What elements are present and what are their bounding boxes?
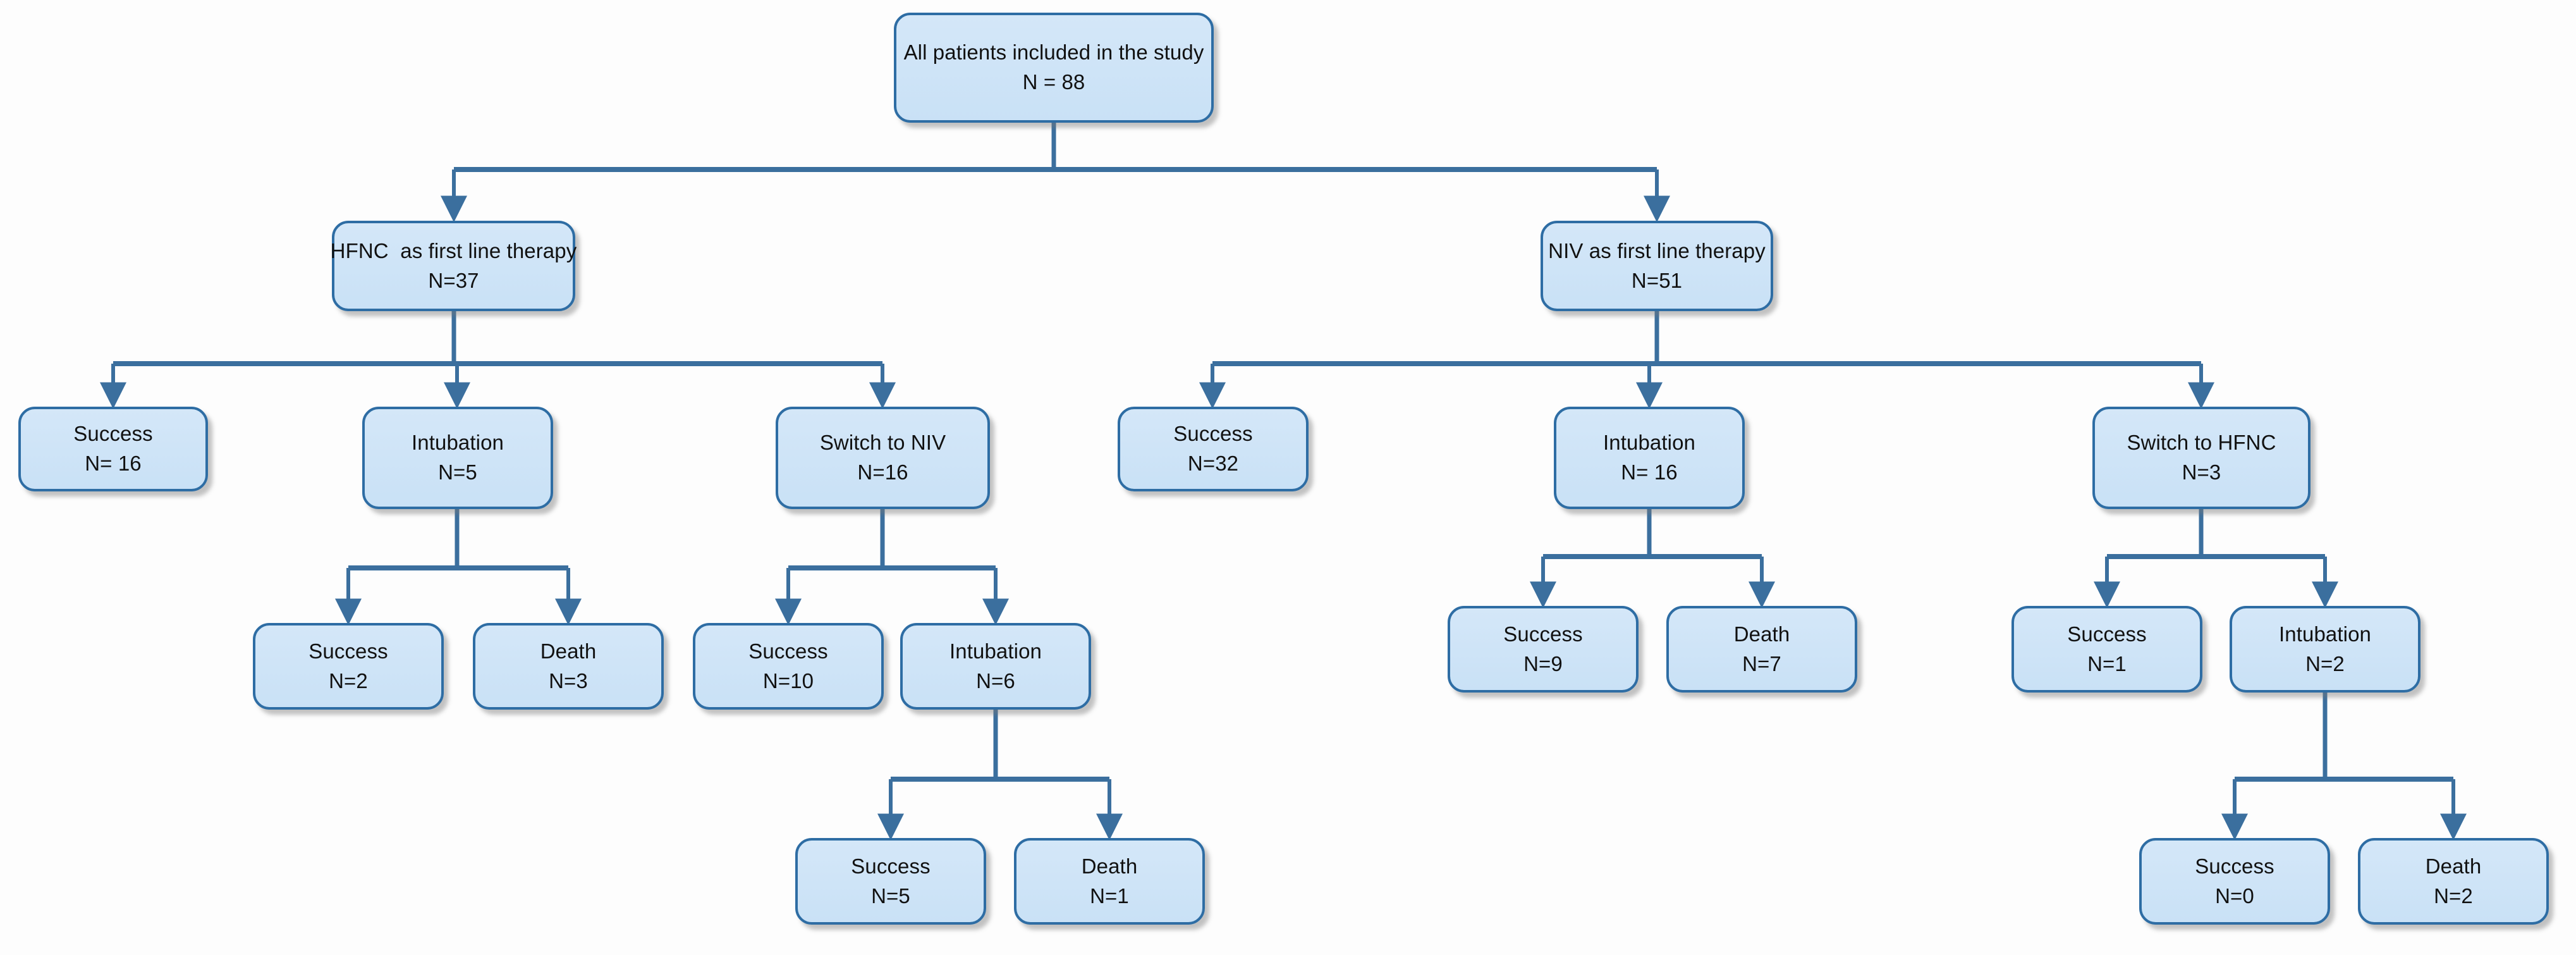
node-switch-niv-intubation-label: Intubation bbox=[949, 639, 1042, 663]
node-switch-niv-success-count: N=10 bbox=[762, 668, 814, 693]
node-switch-hfnc-success-label: Success bbox=[2067, 622, 2147, 646]
node-hfnc-first-line-count: N=37 bbox=[428, 268, 479, 292]
node-hfnc-success-label: Success bbox=[73, 422, 153, 446]
node-switch-hfnc-intubation-success[interactable]: Success N=0 bbox=[2139, 838, 2330, 925]
node-niv-first-line-label: NIV as first line therapy bbox=[1548, 238, 1766, 262]
node-root[interactable]: All patients included in the study N = 8… bbox=[894, 13, 1214, 123]
node-switch-niv-intubation-success[interactable]: Success N=5 bbox=[795, 838, 986, 925]
node-switch-niv-intubation-death-label: Death bbox=[1081, 854, 1138, 878]
node-hfnc-first-line-label: HFNC as first line therapy bbox=[330, 238, 577, 262]
node-niv-intubation-label: Intubation bbox=[1603, 431, 1695, 455]
node-hfnc-intubation-success-count: N=2 bbox=[329, 668, 368, 693]
node-niv-intubation-death[interactable]: Death N=7 bbox=[1666, 606, 1857, 693]
node-switch-niv-intubation-death[interactable]: Death N=1 bbox=[1014, 838, 1205, 925]
node-switch-niv-intubation-count: N=6 bbox=[976, 668, 1015, 693]
node-hfnc-intubation-success[interactable]: Success N=2 bbox=[253, 623, 444, 710]
node-switch-niv-success-label: Success bbox=[748, 639, 828, 663]
node-switch-niv-intubation-death-count: N=1 bbox=[1090, 884, 1129, 908]
node-niv-first-line-count: N=51 bbox=[1631, 268, 1683, 292]
node-niv-success-label: Success bbox=[1173, 422, 1253, 446]
node-switch-niv-intubation-success-label: Success bbox=[851, 854, 931, 878]
node-hfnc-switch-niv-label: Switch to NIV bbox=[819, 431, 946, 455]
node-hfnc-intubation-death-label: Death bbox=[540, 639, 597, 663]
node-hfnc-first-line[interactable]: HFNC as first line therapy N=37 bbox=[330, 221, 577, 311]
node-hfnc-intubation-count: N=5 bbox=[438, 460, 477, 484]
node-niv-intubation-success[interactable]: Success N=9 bbox=[1448, 606, 1639, 693]
node-niv-intubation-success-label: Success bbox=[1503, 622, 1583, 646]
node-switch-niv-success[interactable]: Success N=10 bbox=[693, 623, 884, 710]
node-hfnc-success-count: N= 16 bbox=[85, 452, 142, 475]
node-niv-switch-hfnc-count: N=3 bbox=[2182, 460, 2221, 484]
node-hfnc-intubation-success-label: Success bbox=[308, 639, 388, 663]
node-root-label: All patients included in the study bbox=[903, 40, 1204, 65]
node-hfnc-intubation-death[interactable]: Death N=3 bbox=[473, 623, 664, 710]
node-niv-intubation-death-label: Death bbox=[1733, 622, 1790, 646]
node-niv-switch-hfnc-label: Switch to HFNC bbox=[2127, 431, 2276, 455]
node-hfnc-switch-niv[interactable]: Switch to NIV N=16 bbox=[776, 407, 990, 509]
node-niv-intubation-count: N= 16 bbox=[1621, 460, 1678, 484]
node-niv-intubation-death-count: N=7 bbox=[1742, 651, 1781, 675]
node-switch-hfnc-intubation-success-label: Success bbox=[2195, 854, 2274, 878]
node-switch-hfnc-success[interactable]: Success N=1 bbox=[2011, 606, 2202, 693]
node-switch-hfnc-intubation-success-count: N=0 bbox=[2215, 884, 2254, 908]
node-niv-success[interactable]: Success N=32 bbox=[1118, 407, 1309, 491]
node-hfnc-switch-niv-count: N=16 bbox=[857, 460, 908, 484]
node-hfnc-intubation-label: Intubation bbox=[412, 431, 504, 455]
node-switch-hfnc-intubation-death-count: N=2 bbox=[2434, 884, 2473, 908]
node-switch-hfnc-success-count: N=1 bbox=[2087, 651, 2127, 675]
node-switch-hfnc-intubation-death-label: Death bbox=[2425, 854, 2482, 878]
node-niv-intubation[interactable]: Intubation N= 16 bbox=[1554, 407, 1745, 509]
node-niv-intubation-success-count: N=9 bbox=[1523, 651, 1563, 675]
node-switch-hfnc-intubation[interactable]: Intubation N=2 bbox=[2230, 606, 2420, 693]
node-switch-hfnc-intubation-label: Intubation bbox=[2279, 622, 2371, 646]
node-hfnc-intubation-death-count: N=3 bbox=[549, 668, 588, 693]
node-niv-success-count: N=32 bbox=[1187, 452, 1239, 475]
node-switch-niv-intubation[interactable]: Intubation N=6 bbox=[900, 623, 1091, 710]
node-hfnc-intubation[interactable]: Intubation N=5 bbox=[362, 407, 553, 509]
node-niv-switch-hfnc[interactable]: Switch to HFNC N=3 bbox=[2092, 407, 2310, 509]
node-switch-hfnc-intubation-death[interactable]: Death N=2 bbox=[2358, 838, 2549, 925]
node-niv-first-line[interactable]: NIV as first line therapy N=51 bbox=[1541, 221, 1773, 311]
node-switch-niv-intubation-success-count: N=5 bbox=[871, 884, 910, 908]
node-hfnc-success[interactable]: Success N= 16 bbox=[18, 407, 208, 491]
node-switch-hfnc-intubation-count: N=2 bbox=[2305, 651, 2345, 675]
node-root-count: N = 88 bbox=[1022, 70, 1085, 94]
